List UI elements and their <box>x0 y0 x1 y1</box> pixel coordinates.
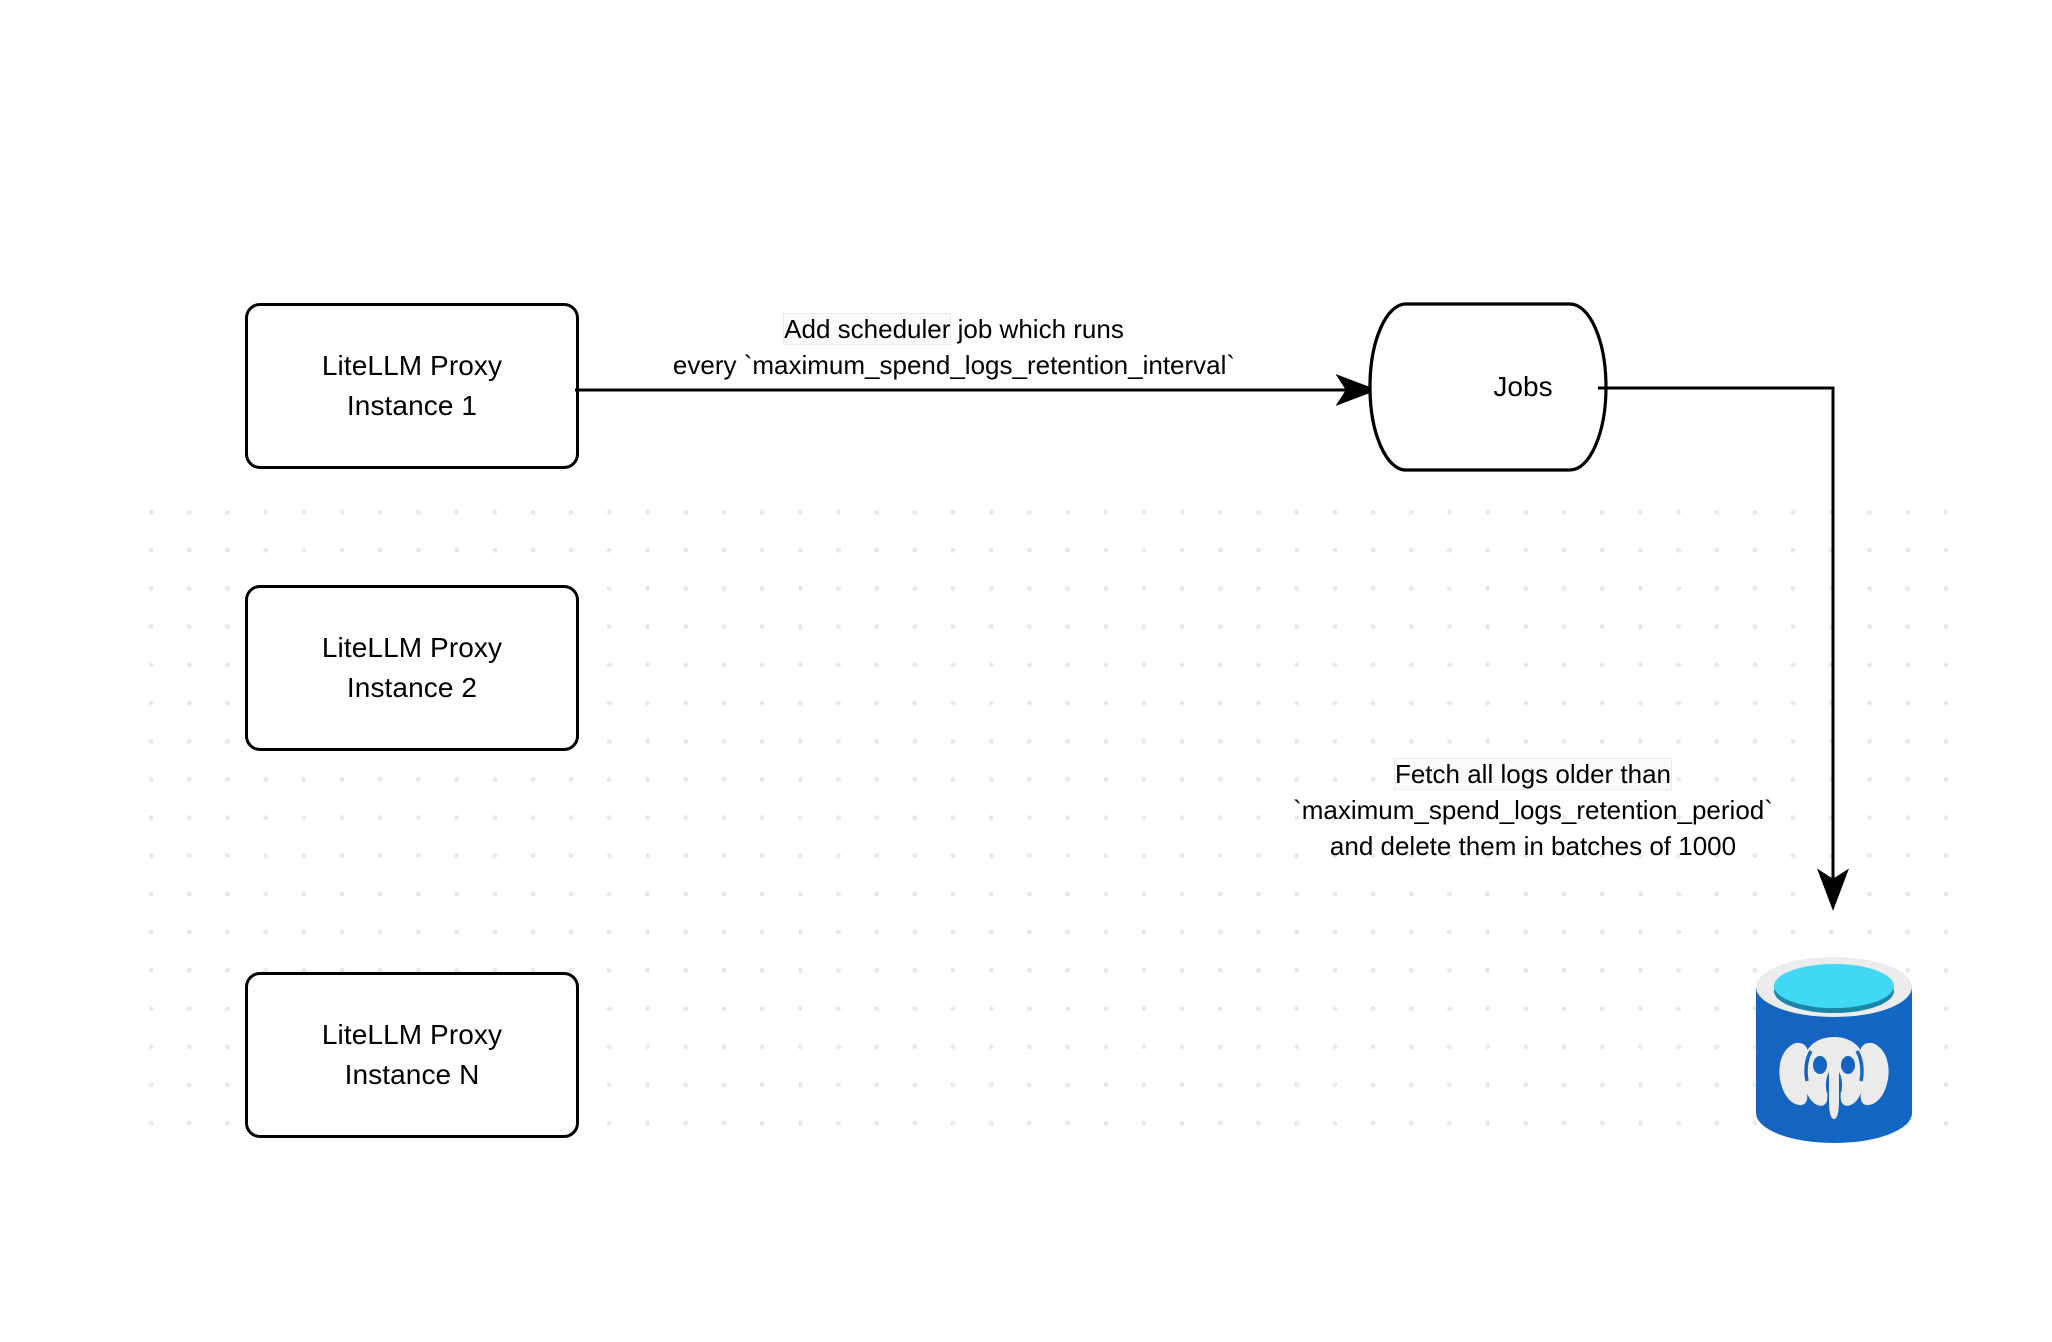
arrowhead-icon <box>1335 373 1378 407</box>
node-label-line-2: Instance N <box>344 1059 480 1090</box>
connector-proxy-to-jobs <box>575 373 1378 407</box>
node-litellm-proxy-instance-2[interactable]: LiteLLM Proxy Instance 2 <box>245 585 579 751</box>
edge-label-highlight: Fetch all logs older than <box>1394 759 1672 789</box>
node-litellm-proxy-instance-n[interactable]: LiteLLM Proxy Instance N <box>245 972 579 1138</box>
node-label-line-1: LiteLLM Proxy <box>321 350 503 382</box>
node-label-line-1: LiteLLM Proxy <box>321 632 503 664</box>
arrowhead-icon <box>1816 868 1850 911</box>
edge-label-line-2: `maximum_spend_logs_retention_period` <box>1293 794 1773 825</box>
cylinder-shape-icon <box>1368 302 1608 472</box>
node-label-line-2: Instance 1 <box>346 390 478 421</box>
node-jobs-label: Jobs <box>1493 371 1553 402</box>
edge-label-line-1: Fetch all logs older than <box>1243 757 1823 793</box>
edge-label-highlight: Add scheduler <box>784 314 951 344</box>
edge-label-add-scheduler-job: Add scheduler job which runs every `maxi… <box>604 312 1304 384</box>
elephant-eyes-icon <box>1813 1056 1855 1074</box>
edge-label-line-1: Add scheduler job which runs <box>604 312 1304 348</box>
node-litellm-proxy-instance-1[interactable]: LiteLLM Proxy Instance 1 <box>245 303 579 469</box>
node-label-line-2: Instance 2 <box>346 672 478 703</box>
node-label-line-1: LiteLLM Proxy <box>321 1019 503 1051</box>
node-jobs-queue[interactable]: Jobs <box>1368 302 1608 472</box>
edge-label-line-2: every `maximum_spend_logs_retention_inte… <box>672 349 1236 380</box>
postgresql-database-icon <box>1756 957 1912 1143</box>
edge-label-line-3: and delete them in batches of 1000 <box>1329 830 1737 861</box>
edge-label-fetch-and-delete-logs: Fetch all logs older than `maximum_spend… <box>1243 757 1823 865</box>
connector-jobs-to-database <box>1598 386 1850 911</box>
edge-label-rest: job which runs <box>950 314 1124 344</box>
node-postgresql-database[interactable] <box>1748 955 1920 1145</box>
elephant-outline-icon <box>1804 1050 1864 1082</box>
